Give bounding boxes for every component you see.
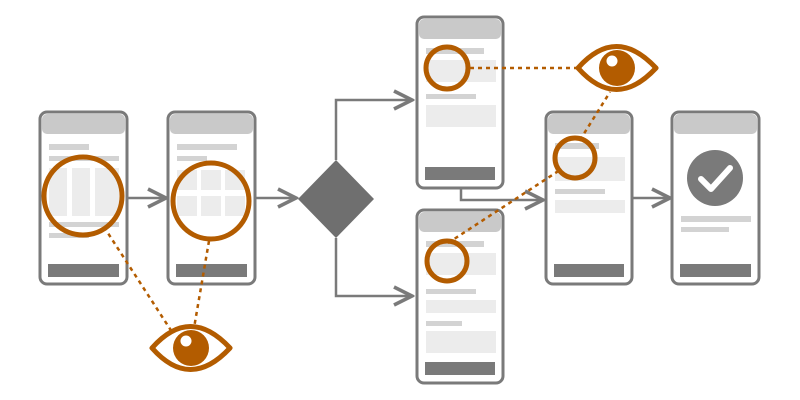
gaze-line (447, 168, 561, 245)
text-line (177, 144, 237, 150)
content-column (72, 168, 90, 216)
phone-header (419, 212, 501, 232)
grid-tile (201, 196, 221, 216)
content-block (426, 331, 496, 353)
eye-icon (149, 324, 233, 372)
phone-frame (544, 110, 634, 286)
focus-circles (41, 44, 598, 284)
grid-tile (225, 196, 245, 216)
text-line (49, 222, 119, 227)
decision-diamond (298, 160, 374, 238)
footer-button (425, 362, 495, 375)
grid-tile (201, 170, 221, 190)
connectors (127, 100, 670, 296)
text-line (681, 216, 751, 222)
phone-header (419, 19, 501, 39)
text-line (177, 156, 207, 161)
phone-frame (415, 15, 505, 190)
footer-button (425, 167, 495, 180)
content-block (426, 253, 496, 275)
footer-button (48, 264, 119, 277)
screen-1 (38, 110, 129, 286)
focus-circle (41, 154, 125, 238)
phone-frame (415, 208, 505, 385)
text-line (555, 143, 599, 149)
focus-circle (170, 160, 252, 242)
eye-icon (575, 44, 659, 92)
content-block (426, 60, 496, 82)
focus-circle (552, 135, 598, 181)
screen-2 (166, 110, 257, 286)
gaze-lines (102, 66, 612, 333)
footer-button (176, 264, 247, 277)
content-block (555, 200, 625, 213)
screen-5 (670, 110, 761, 286)
text-line (49, 144, 89, 150)
text-line (426, 321, 462, 326)
gaze-line (192, 240, 211, 329)
text-line (426, 94, 476, 99)
footer-button (680, 264, 751, 277)
content-block (426, 300, 496, 313)
screen-4 (544, 110, 634, 286)
grid-tile (177, 196, 197, 216)
phone-header (42, 114, 125, 134)
content-column (49, 168, 67, 216)
checkmark-circle (687, 150, 743, 206)
text-line (426, 289, 476, 294)
text-line (49, 233, 89, 238)
footer-button (554, 264, 624, 277)
gaze-line (578, 91, 612, 141)
checkmark-icon (698, 165, 733, 192)
phone-header (170, 114, 253, 134)
screen-3b (415, 208, 505, 385)
content-block (426, 105, 496, 127)
text-line (681, 227, 729, 232)
gaze-line (102, 226, 174, 333)
arrow-decision-to-screen3b (334, 238, 412, 296)
screen-3a (415, 15, 505, 190)
text-line (555, 189, 605, 194)
focus-circle (424, 238, 470, 284)
arrow-decision-to-screen3a (334, 100, 412, 160)
focus-circle (423, 44, 471, 92)
phone-header (674, 114, 757, 134)
